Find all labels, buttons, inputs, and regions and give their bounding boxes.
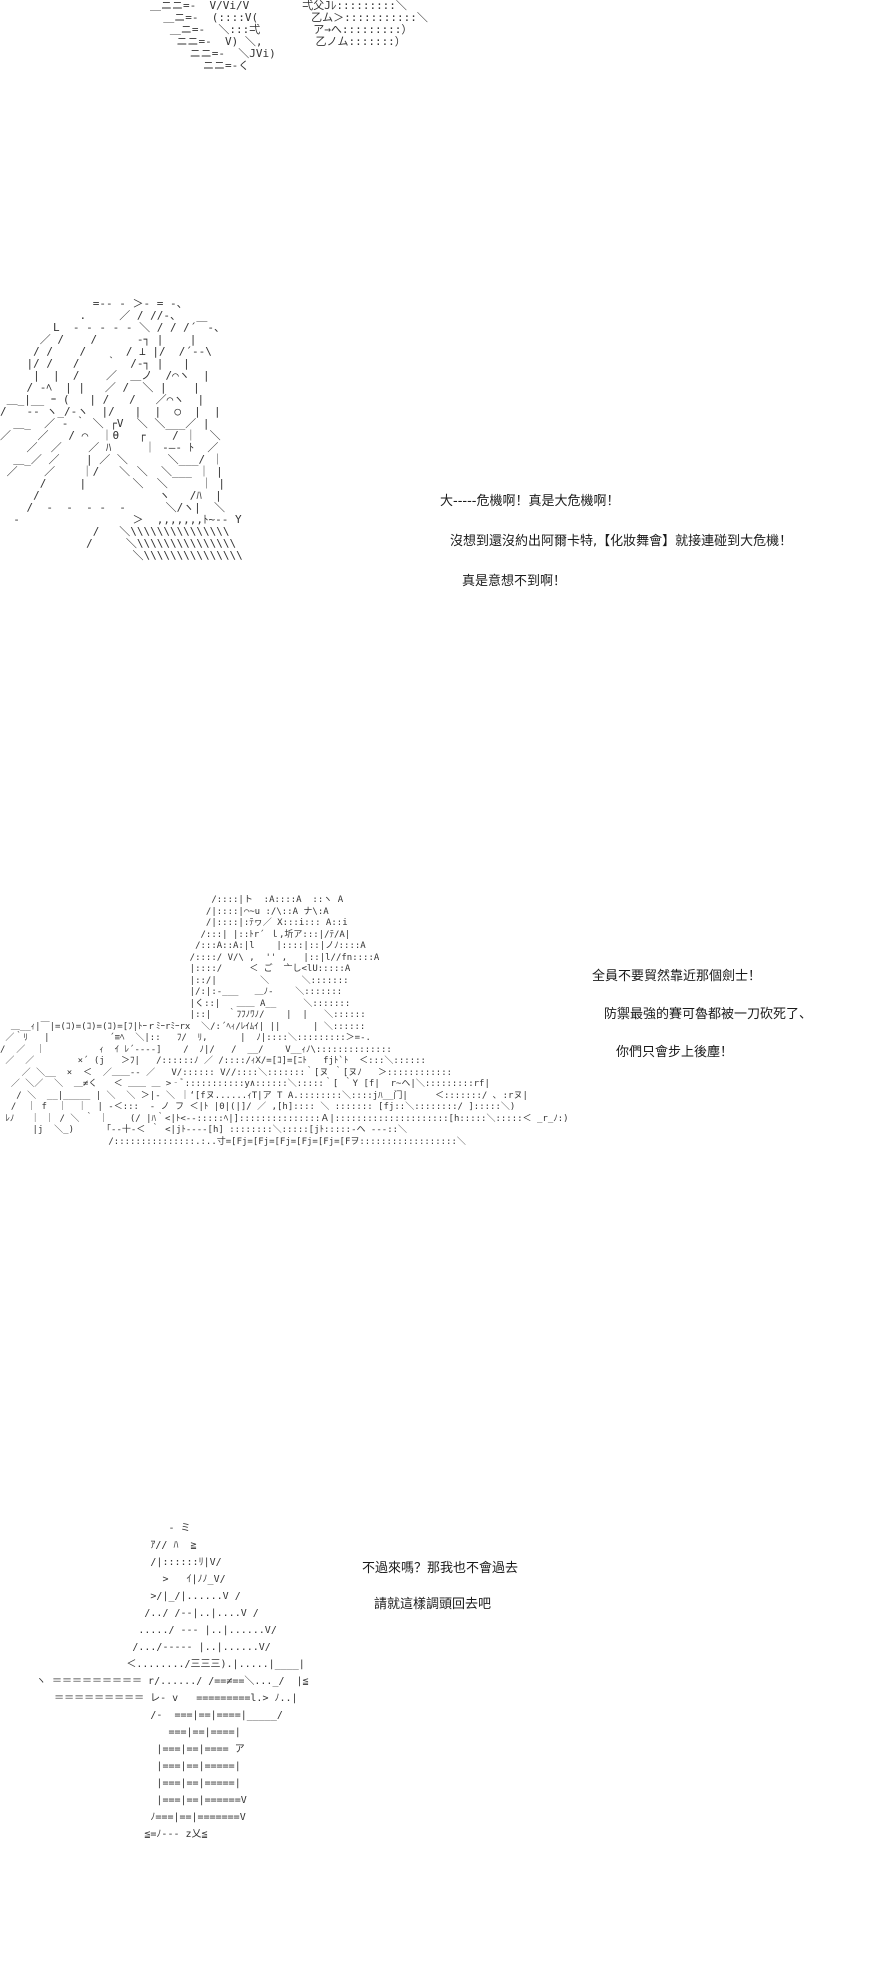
dialogue-line: 全員不要貿然靠近那個劍士！ <box>592 969 762 984</box>
dialogue-line: 沒想到還沒約出阿爾卡特,【化妝舞會】就接連碰到大危機！ <box>450 534 793 549</box>
dialogue-line: 請就這樣調頭回去吧 <box>374 1597 492 1612</box>
dialogue-line: 大‐‐‐‐‐危機啊！真是大危機啊！ <box>440 494 620 509</box>
panel-1: ＿ニニ=- V/Vi/V 弌父Jﾚ:::::::::＼ ＿ニ=- (::::V(… <box>0 0 880 110</box>
dialogue-line: 你們只會步上後塵！ <box>616 1045 734 1060</box>
ascii-art-knight-group: /::::|ト :A::::A ::ヽ A /|::::|⌒~u :/\::A … <box>0 895 569 1147</box>
ascii-art-swordsman: ‐ ミ ｱ// ﾊ ≧ /|::::::ﾘ|V/ > ｲ|ﾉﾉ_V/ >/|_/… <box>36 1523 309 1840</box>
ascii-art-shocked-face: =-‐ ‐ ＞- = -、 . ／ / //‐、 L - - - - ‐ ＼ /… <box>0 297 243 562</box>
panel-3: /::::|ト :A::::A ::ヽ A /|::::|⌒~u :/\::A … <box>0 895 880 1335</box>
dialogue-line: 真是意想不到啊！ <box>462 574 567 589</box>
panel-2: =-‐ ‐ ＞- = -、 . ／ / //‐、 L - - - - ‐ ＼ /… <box>0 280 880 720</box>
panel-4: ‐ ミ ｱ// ﾊ ≧ /|::::::ﾘ|V/ > ｲ|ﾉﾉ_V/ >/|_/… <box>0 1520 880 1880</box>
dialogue-line: 不過來嗎？那我也不會過去 <box>362 1561 519 1576</box>
ascii-art-hand: ＿ニニ=- V/Vi/V 弌父Jﾚ:::::::::＼ ＿ニ=- (::::V(… <box>150 0 428 72</box>
dialogue-line: 防禦最強的賽可魯都被一刀砍死了、 <box>604 1007 813 1022</box>
